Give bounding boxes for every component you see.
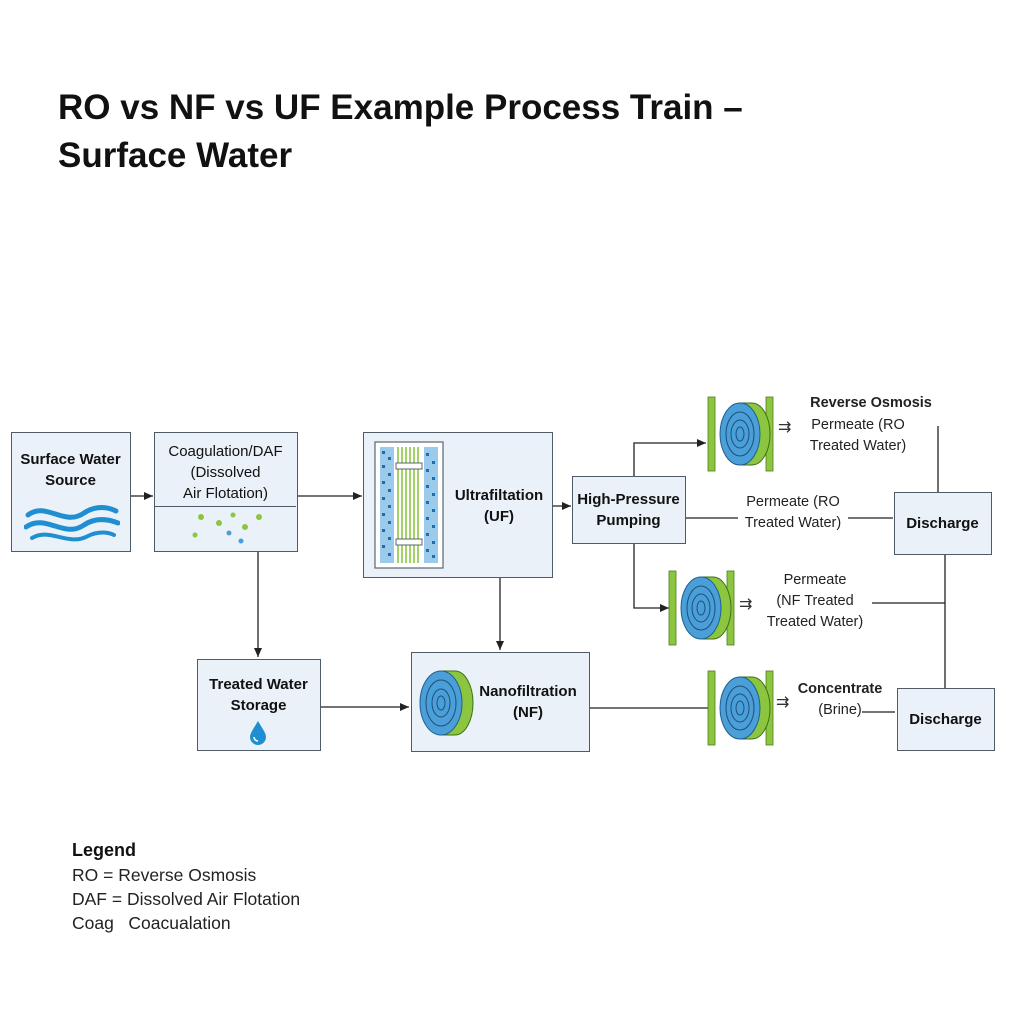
legend-title: Legend xyxy=(72,840,137,860)
arrow-hpp-to-ro xyxy=(633,439,706,476)
surface-water-source-label: Surface Water Source xyxy=(20,451,121,489)
discharge-top-label: Discharge xyxy=(906,515,979,532)
discharge-bottom-label: Discharge xyxy=(909,711,982,728)
nf-membrane-unit-icon xyxy=(668,570,735,646)
nf-permeate-label: Permeate (NF Treated Treated Water) xyxy=(766,572,864,630)
mid-permeate-label: Permeate (RO Treated Water) xyxy=(744,494,842,531)
legend-item-ro: RO = Reverse Osmosis xyxy=(72,865,257,885)
title-line-2: Surface Water xyxy=(58,136,293,175)
water-drop-icon xyxy=(250,721,266,745)
treated-water-storage-box: Treated Water Storage xyxy=(197,659,321,751)
concentrate-membrane-unit-icon xyxy=(707,670,774,746)
coagulation-daf-box: Coagulation/DAF (Dissolved Air Flotation… xyxy=(154,432,298,552)
concentrate-double-arrow: ⇉ xyxy=(776,694,790,711)
arrow-hpp-to-nf-unit xyxy=(633,543,669,612)
concentrate-label: Concentrate (Brine) xyxy=(797,681,883,718)
treated-water-storage-label: Treated Water Storage xyxy=(209,676,308,714)
coagulation-daf-label: Coagulation/DAF (Dissolved Air Flotation… xyxy=(168,443,283,502)
title-line-1: RO vs NF vs UF Example Process Train – xyxy=(58,88,743,127)
discharge-top-box: Discharge xyxy=(894,492,992,555)
high-pressure-pumping-box: High-Pressure Pumping xyxy=(572,476,686,544)
surface-water-source-box: Surface Water Source xyxy=(11,432,131,552)
ultrafiltration-box: Ultrafiltation (UF) xyxy=(363,432,553,578)
bubbles-icon xyxy=(192,512,262,544)
page-title: RO vs NF vs UF Example Process Train – S… xyxy=(58,84,938,180)
nanofiltration-box: Nanofiltration (NF) xyxy=(411,652,590,752)
discharge-bottom-box: Discharge xyxy=(897,688,995,751)
ro-double-arrow: ⇉ xyxy=(778,419,792,436)
legend-item-daf: DAF = Dissolved Air Flotation xyxy=(72,889,301,909)
ultrafiltration-label: Ultrafiltation (UF) xyxy=(454,487,544,525)
ro-membrane-unit-icon xyxy=(707,396,774,472)
legend: Legend RO = Reverse Osmosis DAF = Dissol… xyxy=(72,838,300,935)
nanofiltration-membrane-icon xyxy=(419,670,474,736)
high-pressure-pumping-label: High-Pressure Pumping xyxy=(577,491,680,529)
legend-item-coag: Coag Coacualation xyxy=(72,913,231,933)
nanofiltration-label: Nanofiltration (NF) xyxy=(479,683,577,721)
reverse-osmosis-label: Reverse Osmosis xyxy=(810,395,932,411)
nf-double-arrow: ⇉ xyxy=(739,596,753,613)
uf-membrane-module-icon xyxy=(374,441,444,569)
ro-permeate-label: Permeate (RO Treated Water) xyxy=(809,417,907,454)
wave-icon xyxy=(24,505,120,542)
coagulation-divider xyxy=(155,506,296,507)
